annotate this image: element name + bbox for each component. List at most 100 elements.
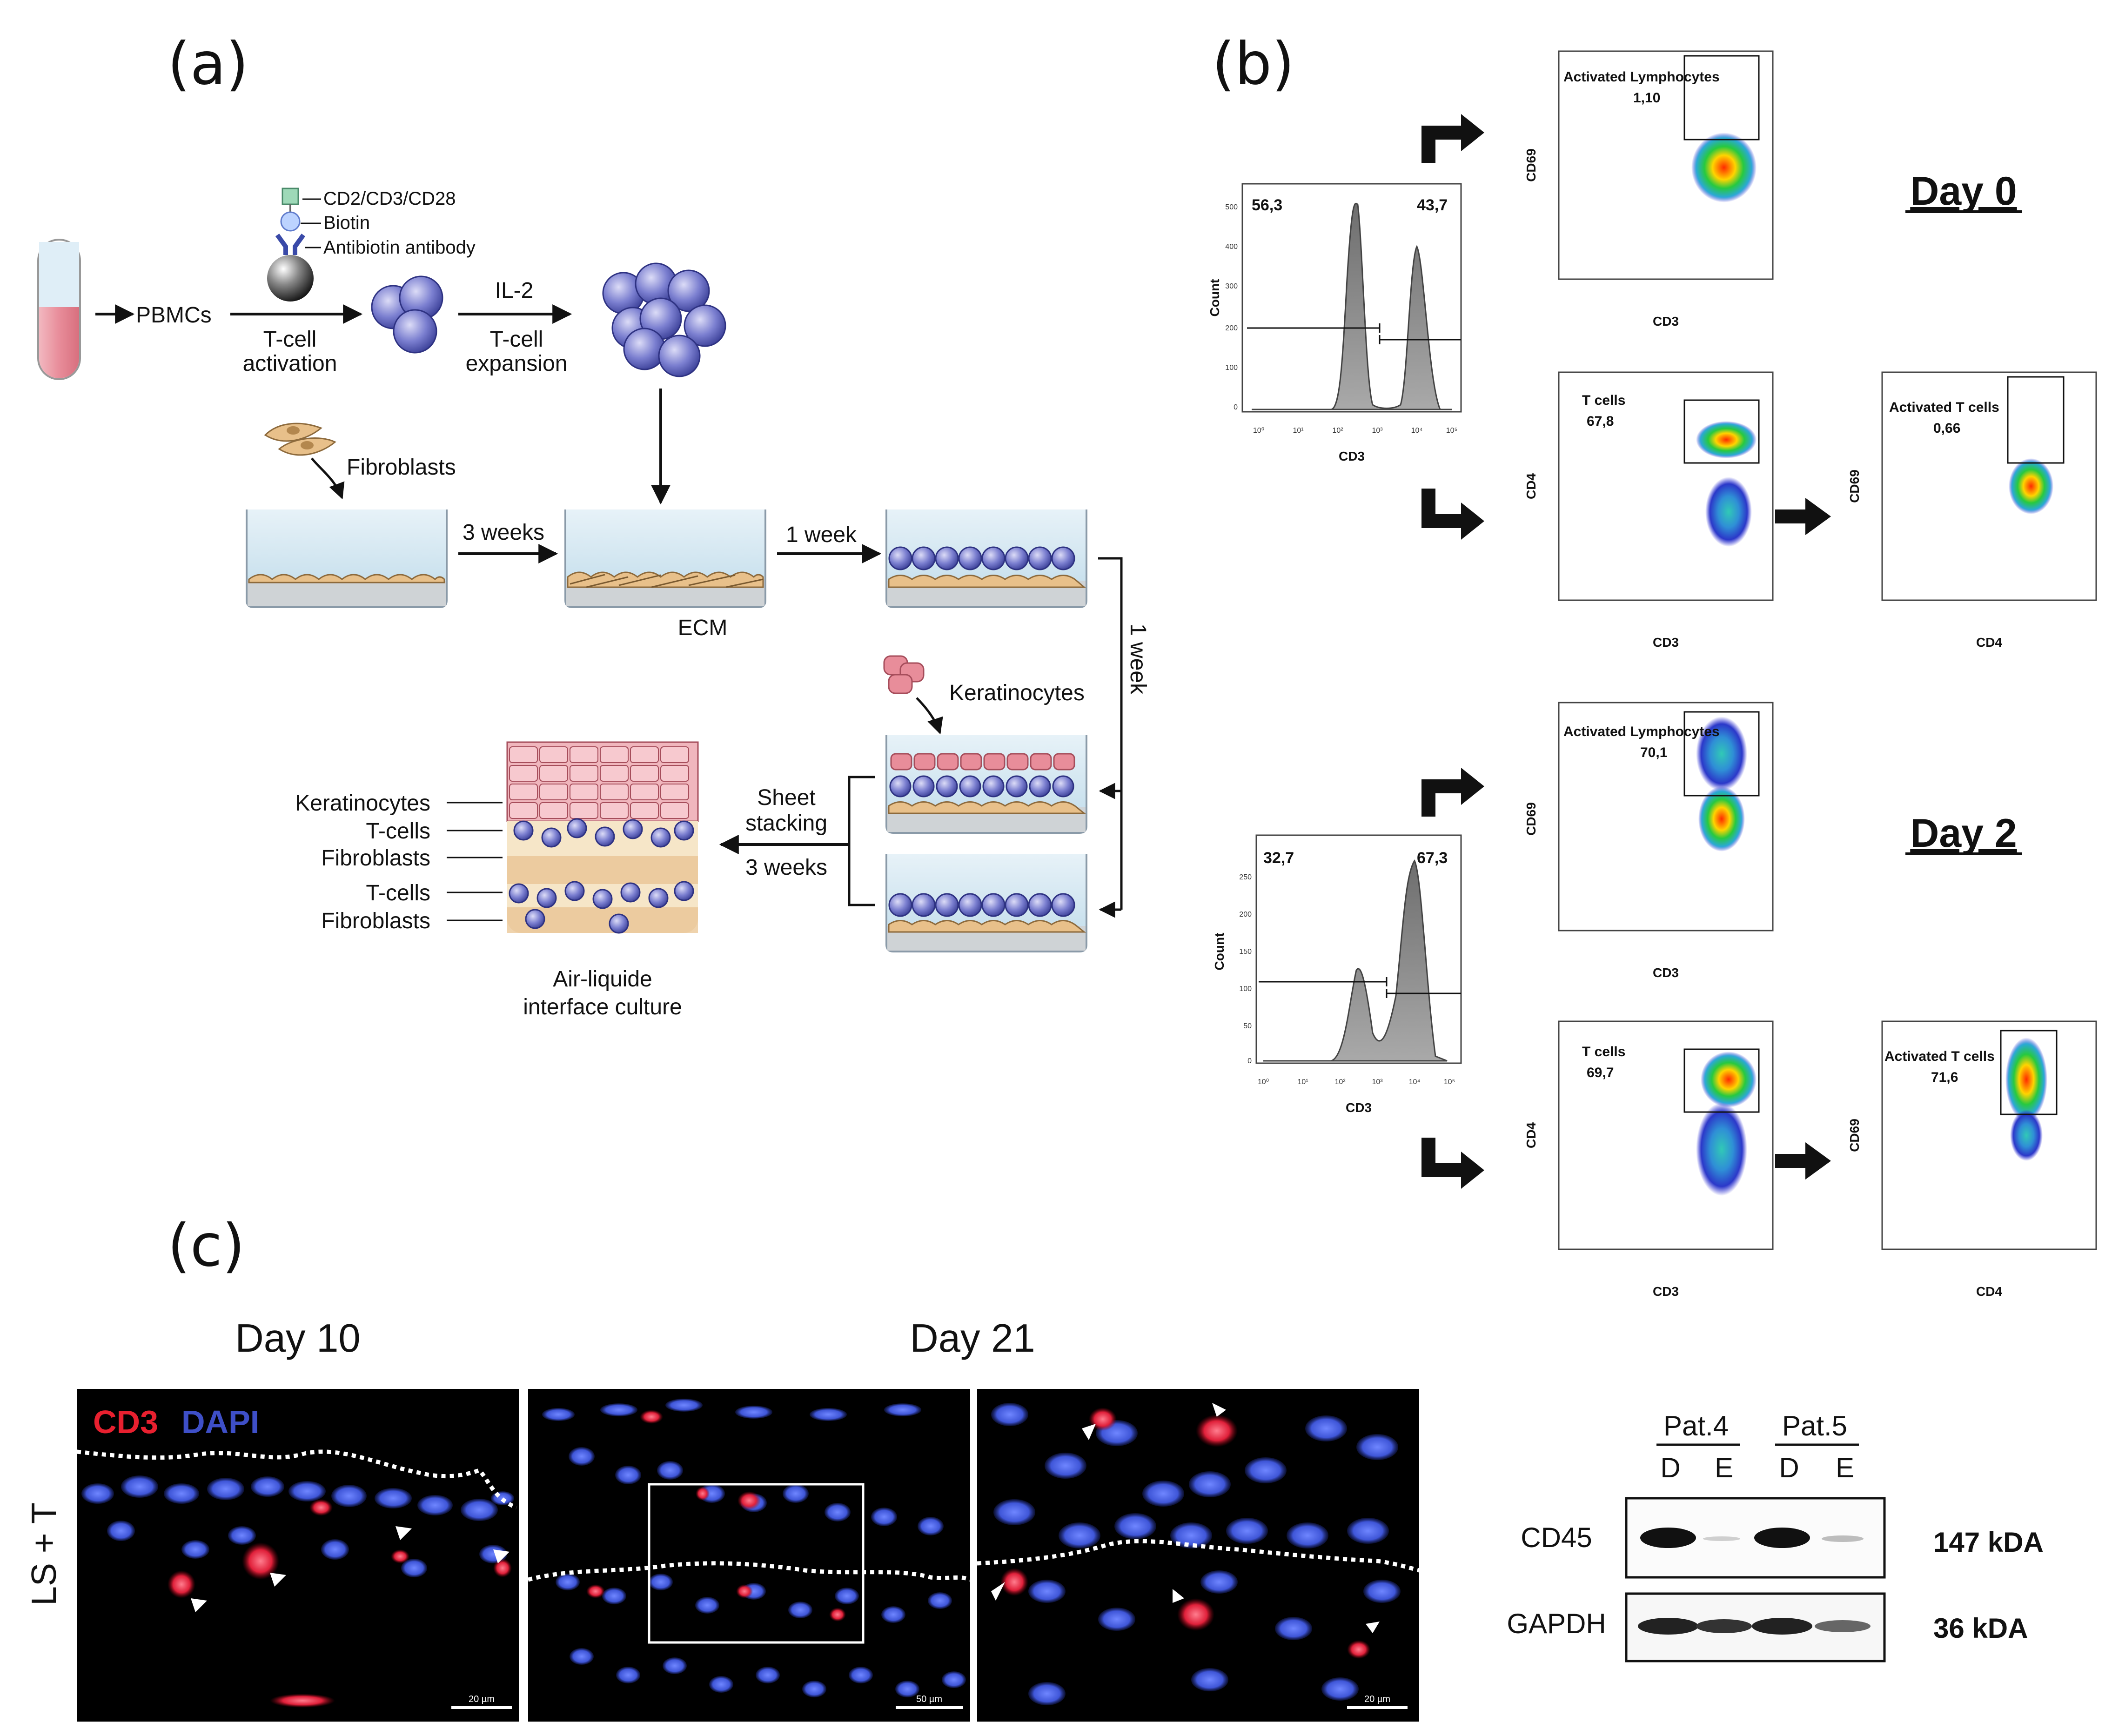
dermal-epidermal-junction-line bbox=[77, 1449, 517, 1510]
day2-activated-lymphocytes-plot bbox=[1558, 702, 1774, 932]
svg-text:10¹: 10¹ bbox=[1297, 1078, 1308, 1086]
day0-hist-right: 43,7 bbox=[1417, 196, 1448, 214]
day2-activated-tcells-plot bbox=[1881, 1020, 2097, 1250]
day2-hist-right: 67,3 bbox=[1417, 849, 1448, 867]
sheet-stacking-label-2: stacking bbox=[745, 811, 827, 836]
zoom-region-box bbox=[648, 1483, 865, 1644]
day0-tcells-xlabel: CD3 bbox=[1653, 635, 1679, 650]
lane-label-4: E bbox=[1836, 1452, 1854, 1483]
day2-hist-xticks: 10⁰ 10¹ 10² 10³ 10⁴ 10⁵ bbox=[1258, 1078, 1455, 1086]
dermal-epidermal-junction-line-3 bbox=[977, 1539, 1419, 1573]
tissue-construct-icon bbox=[506, 741, 699, 934]
stain-cd3-label: CD3 bbox=[93, 1404, 158, 1440]
micrograph-day21-overview: 50 µm bbox=[528, 1389, 970, 1722]
fibroblast-cells-icon bbox=[264, 422, 336, 456]
day0-act-tcells-ylabel: CD69 bbox=[1847, 469, 1862, 503]
fibroblasts-label: Fibroblasts bbox=[347, 455, 456, 480]
day0-hist-left: 56,3 bbox=[1252, 196, 1282, 214]
culture-well-keratinocytes bbox=[885, 735, 1087, 834]
stain-dapi-label: DAPI bbox=[181, 1404, 259, 1440]
day0-histogram-curve bbox=[1252, 202, 1452, 410]
day2-act-lymph-value: 70,1 bbox=[1640, 745, 1667, 760]
keratinocytes-label: Keratinocytes bbox=[949, 681, 1085, 705]
lane-label-3: D bbox=[1779, 1452, 1799, 1483]
stacking-weeks-label: 3 weeks bbox=[745, 855, 827, 880]
band-label-cd45: CD45 bbox=[1521, 1522, 1592, 1553]
band-label-gapdh: GAPDH bbox=[1507, 1608, 1606, 1639]
svg-text:10³: 10³ bbox=[1372, 1078, 1383, 1086]
lane-label-2: E bbox=[1715, 1452, 1733, 1483]
day2-act-lymph-ylabel: CD69 bbox=[1524, 802, 1538, 836]
day0-tcells-plot bbox=[1558, 371, 1774, 601]
svg-text:10⁵: 10⁵ bbox=[1444, 1078, 1455, 1086]
svg-text:10⁰: 10⁰ bbox=[1258, 1078, 1269, 1086]
kda-label-cd45: 147 kDA bbox=[1933, 1527, 2044, 1558]
antibody-bead-complex-icon bbox=[267, 188, 314, 302]
svg-text:10²: 10² bbox=[1334, 1078, 1346, 1086]
pbmc-label: PBMCs bbox=[136, 303, 212, 328]
expansion-label-2: expansion bbox=[466, 351, 568, 376]
day2-histogram-curve bbox=[1263, 859, 1448, 1062]
ali-label-1: Air-liquide bbox=[553, 967, 652, 992]
reagent-label-antibiotin: Antibiotin antibody bbox=[323, 237, 476, 258]
svg-text:100: 100 bbox=[1225, 364, 1238, 372]
one-week-vertical-label: 1 week bbox=[1126, 623, 1150, 695]
day0-hist-ylabel: Count bbox=[1207, 279, 1222, 317]
svg-text:200: 200 bbox=[1239, 911, 1252, 918]
svg-text:0: 0 bbox=[1247, 1057, 1252, 1065]
activation-label-2: activation bbox=[243, 351, 337, 376]
day2-hist-left: 32,7 bbox=[1263, 849, 1294, 867]
patient-label-5: Pat.5 bbox=[1782, 1410, 1847, 1441]
svg-text:250: 250 bbox=[1239, 873, 1252, 881]
reagent-label-cd2-cd3-cd28: CD2/CD3/CD28 bbox=[323, 188, 456, 209]
day0-histogram bbox=[1241, 183, 1462, 413]
day0-activated-lymphocytes-plot bbox=[1558, 50, 1774, 280]
day2-act-tcells-xlabel: CD4 bbox=[1976, 1284, 2002, 1299]
micrograph-day10: 20 µm bbox=[77, 1389, 519, 1722]
svg-text:100: 100 bbox=[1239, 985, 1252, 993]
day0-act-lymph-title: Activated Lymphocytes bbox=[1563, 69, 1720, 85]
layer-label-keratinocytes: Keratinocytes bbox=[295, 791, 430, 816]
day0-act-tcells-xlabel: CD4 bbox=[1976, 635, 2002, 650]
svg-text:10⁴: 10⁴ bbox=[1411, 427, 1423, 435]
panel-c: (c) Day 10 Day 21 LS + T bbox=[24, 1212, 2044, 1722]
day2-act-lymph-title: Activated Lymphocytes bbox=[1563, 724, 1720, 739]
keratinocyte-cells-icon bbox=[883, 655, 925, 694]
day0-act-tcells-value: 0,66 bbox=[1933, 421, 1960, 436]
day2-histogram bbox=[1255, 834, 1462, 1064]
day0-act-tcells-title: Activated T cells bbox=[1889, 400, 1999, 415]
day0-tcells-value: 67,8 bbox=[1587, 414, 1614, 429]
svg-text:10⁰: 10⁰ bbox=[1253, 427, 1264, 435]
svg-text:10⁴: 10⁴ bbox=[1409, 1078, 1421, 1086]
dermal-epidermal-junction-line-2 bbox=[528, 1561, 970, 1582]
day2-hist-yticks: 250 200 150 100 50 0 bbox=[1239, 873, 1252, 1065]
day21-label: Day 21 bbox=[910, 1316, 1035, 1361]
patient-label-4: Pat.4 bbox=[1663, 1410, 1729, 1441]
scale-label-1: 20 µm bbox=[469, 1694, 495, 1704]
day2-act-lymph-xlabel: CD3 bbox=[1653, 965, 1679, 980]
day0-act-lymph-xlabel: CD3 bbox=[1653, 314, 1679, 328]
day2-tcells-xlabel: CD3 bbox=[1653, 1284, 1679, 1299]
svg-text:150: 150 bbox=[1239, 948, 1252, 956]
svg-text:10⁵: 10⁵ bbox=[1446, 427, 1457, 435]
svg-text:200: 200 bbox=[1225, 324, 1238, 332]
day10-label: Day 10 bbox=[235, 1316, 360, 1361]
day2-tcells-ylabel: CD4 bbox=[1524, 1122, 1538, 1148]
layer-label-tcells-2: T-cells bbox=[366, 881, 430, 905]
sheet-stacking-bracket bbox=[848, 776, 875, 906]
svg-text:500: 500 bbox=[1225, 203, 1238, 211]
culture-well-ecm bbox=[564, 509, 766, 608]
layer-label-fibroblasts-2: Fibroblasts bbox=[321, 909, 430, 933]
day0-act-lymph-ylabel: CD69 bbox=[1524, 148, 1538, 182]
panel-b: (b) Day 0 Day 2 56,3 43,7 Count CD3 500 … bbox=[1207, 30, 2097, 1299]
culture-well-tcells-2 bbox=[885, 854, 1087, 952]
day0-label: Day 0 bbox=[1910, 169, 2017, 214]
day2-hist-xlabel: CD3 bbox=[1346, 1100, 1372, 1115]
panel-c-label: (c) bbox=[168, 1212, 245, 1280]
svg-text:10²: 10² bbox=[1332, 427, 1343, 435]
kda-label-gapdh: 36 kDA bbox=[1933, 1613, 2028, 1644]
il2-label: IL-2 bbox=[495, 278, 534, 303]
three-weeks-label: 3 weeks bbox=[463, 520, 544, 545]
day2-hist-ylabel: Count bbox=[1212, 933, 1227, 971]
